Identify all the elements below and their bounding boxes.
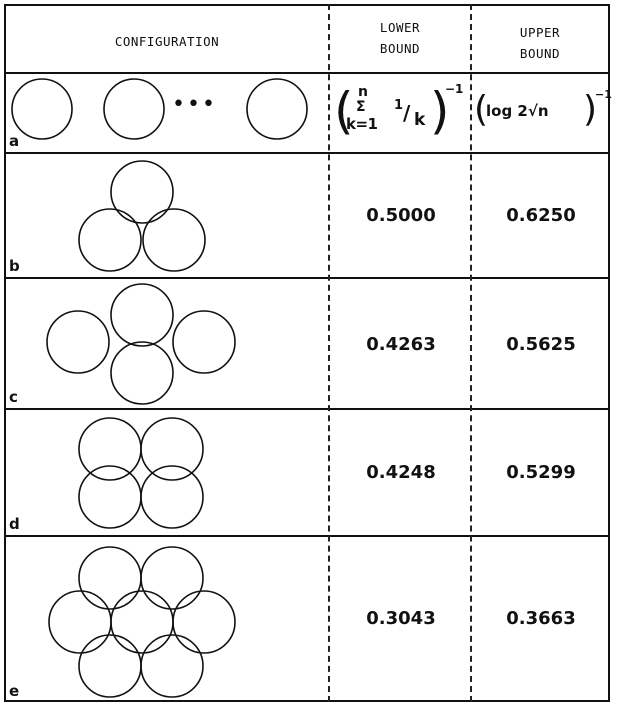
lower-bound-e: 0.3043 xyxy=(366,608,436,629)
circle xyxy=(140,634,204,698)
row-label-b: b xyxy=(9,257,20,275)
header-upper-line2: BOUND xyxy=(519,46,561,61)
sum-top: n xyxy=(358,84,368,100)
term-denominator: k xyxy=(414,110,426,130)
paren-right: ) xyxy=(430,82,450,140)
row-divider-b xyxy=(4,277,610,279)
circle xyxy=(11,78,73,140)
circle xyxy=(46,310,110,374)
circle xyxy=(78,634,142,698)
header-upper-bound: UPPER BOUND xyxy=(472,22,608,64)
circle xyxy=(48,590,112,654)
table-frame xyxy=(4,4,610,702)
lower-bound-formula: ( n Σ k=1 1 / k ) −1 xyxy=(332,78,470,150)
row-label-d: d xyxy=(9,515,20,533)
header-configuration: CONFIGURATION xyxy=(114,34,220,49)
upper-formula-text: log 2√n xyxy=(486,102,549,120)
row-label-e: e xyxy=(9,682,20,700)
row-divider-c xyxy=(4,408,610,410)
header-lower-line1: LOWER xyxy=(379,20,421,35)
circle xyxy=(172,590,236,654)
term-slash: / xyxy=(403,101,411,125)
configuration-b-diagram xyxy=(78,160,206,272)
paren-left: ( xyxy=(334,82,354,140)
row-divider-d xyxy=(4,535,610,537)
header-divider xyxy=(4,72,610,74)
circle xyxy=(78,208,142,272)
upper-bound-formula: ( log 2√n ) −1 xyxy=(472,78,612,150)
upper-exponent: −1 xyxy=(595,88,612,101)
lower-bound-c: 0.4263 xyxy=(366,334,436,355)
lower-bound-b: 0.5000 xyxy=(366,205,436,226)
term-numerator: 1 xyxy=(394,98,404,113)
configuration-d-diagram xyxy=(78,417,204,529)
upper-bound-b: 0.6250 xyxy=(506,205,576,226)
column-divider-lower xyxy=(470,4,472,702)
paren-right: ) xyxy=(583,89,598,130)
circle xyxy=(110,341,174,405)
circle xyxy=(246,78,308,140)
row-label-a: a xyxy=(9,132,20,150)
circle xyxy=(140,546,204,610)
header-lower-bound: LOWER BOUND xyxy=(330,17,470,59)
header-lower-line2: BOUND xyxy=(379,41,421,56)
row-label-c: c xyxy=(9,388,18,406)
lower-exponent: −1 xyxy=(445,82,464,96)
row-divider-a xyxy=(4,152,610,154)
ellipsis-dots: ••• xyxy=(172,92,217,117)
upper-bound-c: 0.5625 xyxy=(506,334,576,355)
lower-bound-d: 0.4248 xyxy=(366,462,436,483)
upper-bound-e: 0.3663 xyxy=(506,608,576,629)
circle xyxy=(172,310,236,374)
configuration-a-diagram xyxy=(11,78,308,140)
circle xyxy=(78,546,142,610)
circle xyxy=(110,160,174,224)
circle xyxy=(78,417,142,481)
upper-bound-d: 0.5299 xyxy=(506,462,576,483)
configuration-c-diagram xyxy=(46,283,236,405)
paren-left: ( xyxy=(474,89,489,130)
sum-sign: Σ xyxy=(356,99,366,115)
circle xyxy=(142,208,206,272)
circle xyxy=(110,283,174,347)
circle xyxy=(140,417,204,481)
sum-bottom: k=1 xyxy=(346,115,378,133)
circle xyxy=(140,465,204,529)
header-upper-line1: UPPER xyxy=(519,25,561,40)
circle xyxy=(110,590,174,654)
circle xyxy=(78,465,142,529)
configuration-e-diagram xyxy=(48,546,236,698)
circle xyxy=(103,78,165,140)
column-divider-config xyxy=(328,4,330,702)
